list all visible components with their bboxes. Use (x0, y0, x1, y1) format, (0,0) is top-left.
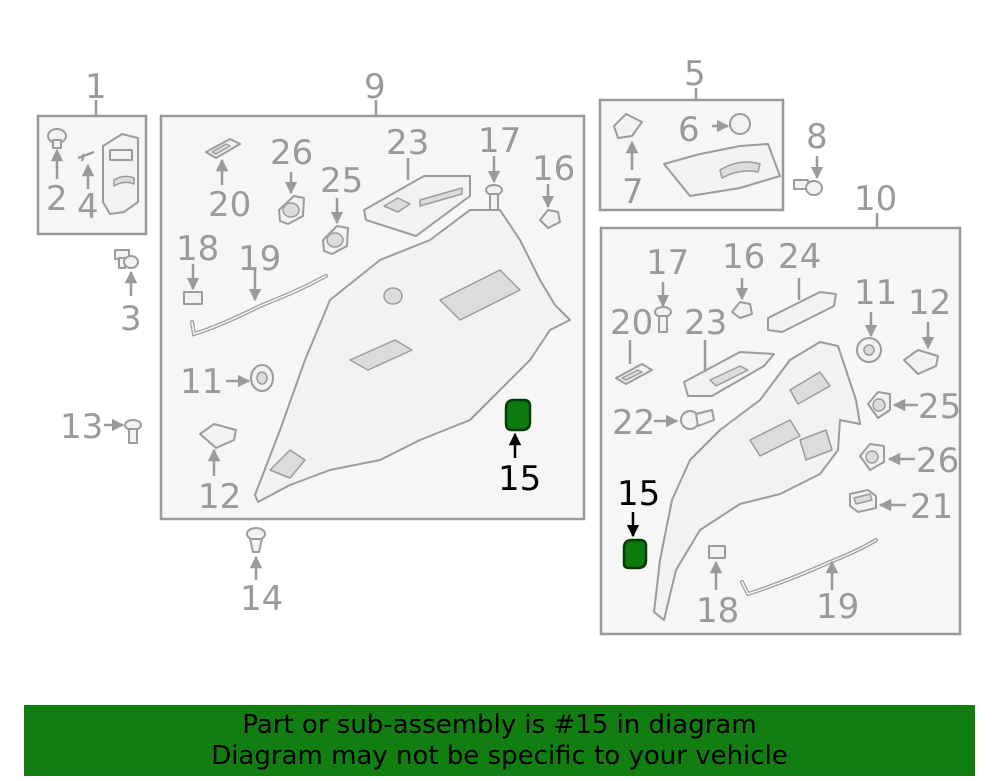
callout-1: 1 (85, 67, 107, 107)
trim-bracket-part-1 (102, 133, 139, 215)
speaker-grille-part-26-right (859, 443, 885, 471)
callout-14: 14 (240, 579, 283, 619)
callout-20-left: 20 (208, 185, 251, 225)
callout-6: 6 (678, 110, 700, 150)
push-pin-part-11-left (250, 364, 274, 392)
clip-part-7 (613, 113, 643, 139)
banner-line-2: Diagram may not be specific to your vehi… (211, 741, 788, 771)
cable-part-19-left (190, 274, 328, 337)
callout-11-left: 11 (180, 362, 223, 402)
handle-trim-part-5 (663, 143, 781, 197)
screw-part-17-right (654, 306, 672, 333)
callout-4: 4 (77, 187, 99, 227)
callout-15-right: 15 (617, 474, 660, 514)
clip-part-18-right (708, 545, 726, 559)
clip-part-20-left (205, 138, 241, 159)
callout-12-right: 12 (908, 283, 951, 323)
push-pin-part-6 (729, 113, 751, 135)
callout-16-right: 16 (722, 237, 765, 277)
quarter-trim-panel-left (254, 209, 571, 503)
callout-9: 9 (364, 67, 386, 107)
callout-8: 8 (806, 117, 828, 157)
screw-part-13 (124, 419, 142, 444)
callout-24: 24 (778, 237, 821, 277)
sill-cover-part-24 (767, 291, 837, 333)
retainer-part-22 (680, 409, 715, 430)
clip-part-18-left (183, 291, 203, 305)
callout-19-left: 19 (238, 239, 281, 279)
callout-18-right: 18 (696, 591, 739, 631)
callout-25-right: 25 (918, 387, 961, 427)
quarter-trim-panel-right (653, 341, 861, 621)
info-banner: Part or sub-assembly is #15 in diagram D… (24, 705, 975, 776)
callout-19-right: 19 (816, 587, 859, 627)
clip-part-12-right (903, 349, 939, 375)
callout-17-right: 17 (646, 243, 689, 283)
push-pin-part-11-right (856, 337, 882, 363)
panel-clip-part-2 (47, 128, 67, 149)
callout-17-left: 17 (478, 121, 521, 161)
callout-12-left: 12 (198, 477, 241, 517)
callout-2: 2 (46, 179, 68, 219)
clip-part-16-right (731, 301, 753, 319)
callout-13: 13 (60, 407, 103, 447)
callout-7: 7 (622, 172, 644, 212)
cargo-cover-part-23-right (683, 351, 775, 397)
callout-15-left: 15 (498, 459, 541, 499)
callout-10: 10 (854, 179, 897, 219)
cargo-cover-part-23-left (363, 175, 471, 237)
callout-26-right: 26 (916, 441, 959, 481)
bolt-part-3 (114, 249, 139, 269)
callout-5: 5 (684, 54, 706, 94)
clip-part-16-left (539, 209, 561, 229)
callout-22: 22 (612, 403, 655, 443)
speaker-grille-part-25-left (322, 225, 349, 255)
trim-clip-part-15-right (622, 538, 648, 570)
callout-25-left: 25 (320, 161, 363, 201)
callout-21: 21 (910, 487, 953, 527)
callout-11-right: 11 (854, 273, 897, 313)
trim-clip-part-15-left (504, 398, 532, 432)
switch-part-21 (849, 489, 877, 513)
clip-part-20-right (615, 363, 653, 385)
banner-line-1: Part or sub-assembly is #15 in diagram (242, 710, 757, 740)
screw-part-4 (77, 150, 95, 162)
push-pin-part-14 (246, 527, 266, 553)
callout-26-left: 26 (270, 133, 313, 173)
callout-18-left: 18 (176, 229, 219, 269)
callout-20-right: 20 (610, 303, 653, 343)
callout-23-left: 23 (386, 123, 429, 163)
callout-23-right: 23 (684, 303, 727, 343)
callout-16-left: 16 (532, 149, 575, 189)
speaker-grille-part-25-right (867, 391, 891, 419)
speaker-grille-part-26-left (278, 195, 305, 225)
clip-part-12-left (199, 423, 237, 449)
callout-3: 3 (120, 299, 142, 339)
bolt-part-8 (793, 179, 823, 196)
